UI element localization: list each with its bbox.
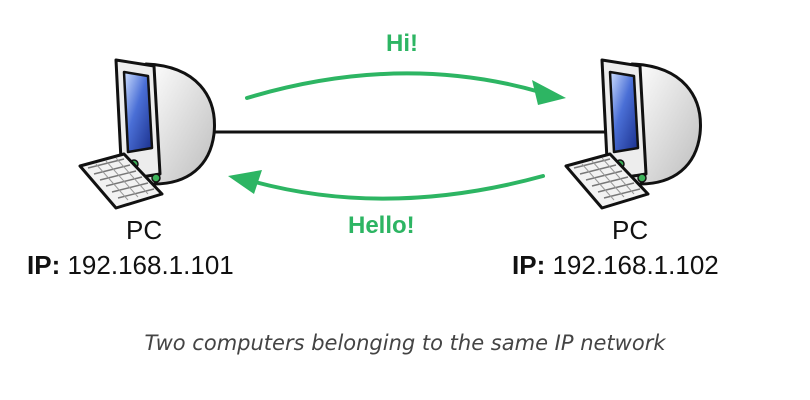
ip-address-left: IP: 192.168.1.101 <box>27 250 234 281</box>
ip-address-right: IP: 192.168.1.102 <box>512 250 719 281</box>
desktop-computer-icon <box>564 58 702 210</box>
arrowhead-right-icon <box>532 80 566 105</box>
ip-prefix-left: IP: <box>27 250 61 280</box>
pc-label-left: PC <box>126 215 163 245</box>
figure-caption: Two computers belonging to the same IP n… <box>144 331 666 355</box>
ip-prefix-right: IP: <box>512 250 546 280</box>
pc-label-right: PC <box>612 215 649 245</box>
desktop-computer-icon <box>78 58 216 210</box>
arrow-right-icon <box>245 71 542 100</box>
arrowhead-left-icon <box>228 170 262 194</box>
ip-value-right: 192.168.1.102 <box>552 250 719 280</box>
arrow-left-icon <box>253 174 545 201</box>
ip-value-left: 192.168.1.101 <box>67 250 234 280</box>
message-bottom: Hello! <box>348 212 415 239</box>
message-top: Hi! <box>386 30 418 57</box>
